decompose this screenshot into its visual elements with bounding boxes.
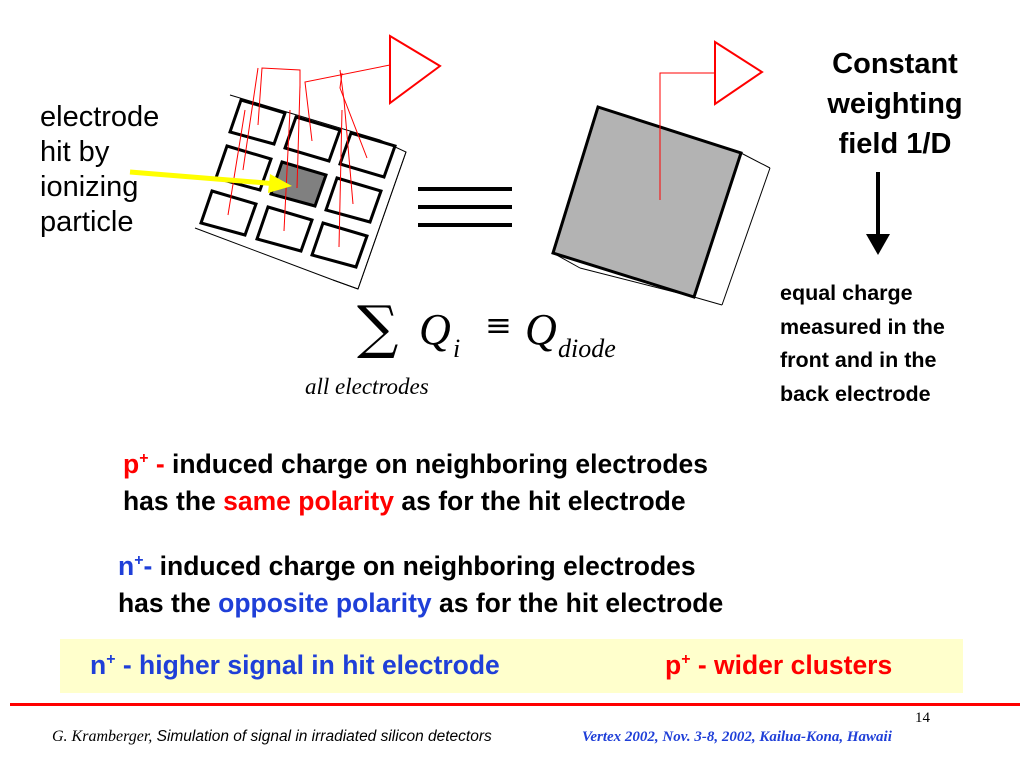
equal-charge-label: equal charge measured in the front and i… xyxy=(780,281,945,406)
page-number: 14 xyxy=(915,710,930,726)
pixel-electrodes xyxy=(199,98,397,269)
equivalence-symbol xyxy=(418,187,512,227)
sum-symbol: ∑ xyxy=(357,293,399,361)
charge-sum-formula: ∑ Q i ≡ Q diode all electrodes xyxy=(305,293,616,399)
weighting-field-label: Constant weighting field 1/D xyxy=(827,48,963,160)
yellow-pointer-arrow xyxy=(129,169,292,193)
readout-lines xyxy=(227,64,391,248)
footer-author: G. Kramberger, Simulation of signal in i… xyxy=(52,728,492,745)
summary-highlight-box xyxy=(60,639,963,693)
footer-conference: Vertex 2002, Nov. 3-8, 2002, Kailua-Kona… xyxy=(582,729,892,745)
hit-electrode-label: electrode hit by ionizing particle xyxy=(40,101,160,238)
diode-electrode xyxy=(551,105,743,299)
n-plus-summary: n+ - higher signal in hit electrode xyxy=(90,650,500,680)
p-plus-paragraph: p+ - induced charge on neighboring elect… xyxy=(123,449,708,516)
footer-divider xyxy=(10,703,1020,706)
pixel-detector-diagram xyxy=(194,34,442,290)
p-plus-summary: p+ - wider clusters xyxy=(665,650,893,680)
amplifier-icon xyxy=(714,40,764,106)
amplifier-icon xyxy=(389,34,442,105)
down-arrow xyxy=(866,172,890,255)
diode-diagram xyxy=(551,40,771,306)
n-plus-paragraph: n+- induced charge on neighboring electr… xyxy=(118,551,724,618)
diode-readout-line xyxy=(659,72,715,200)
